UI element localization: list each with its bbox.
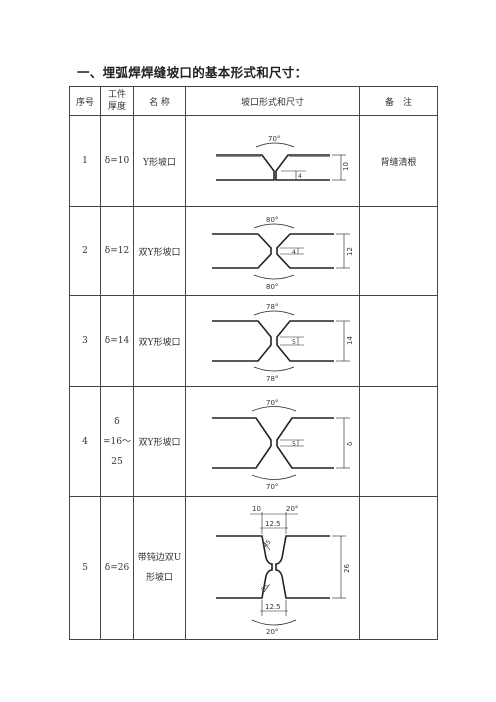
- table-row: 2 δ=12 双Y形坡口 80° 80° 4: [69, 206, 438, 296]
- label-top-angle: 78°: [266, 303, 278, 311]
- double-u-groove-drawing: 10 20° 12.5 R5 R5 12.5 20° 26: [216, 505, 351, 636]
- label-bottom-angle: 20°: [266, 628, 278, 636]
- row-remark: [359, 496, 438, 640]
- row-index: 1: [69, 115, 101, 207]
- header-thickness-line1: 工件: [107, 90, 126, 100]
- label-top-width: 12.5: [265, 520, 281, 528]
- row-thickness: δ=10: [100, 115, 134, 207]
- row-name-line2: 形坡口: [145, 573, 173, 583]
- label-top-left: 10: [252, 505, 261, 513]
- row-remark: [359, 206, 438, 296]
- row-thickness: δ=14: [100, 295, 134, 387]
- label-root: 4: [292, 249, 296, 256]
- label-thickness: 26: [343, 564, 351, 573]
- row-index: 5: [69, 496, 101, 640]
- double-y-groove-drawing: 78° 78° 5 14: [212, 303, 354, 383]
- double-y-groove-drawing: 80° 80° 4 12: [212, 216, 354, 291]
- label-thickness: 14: [346, 336, 354, 345]
- label-thickness: 10: [342, 162, 350, 171]
- row-name: Y形坡口: [133, 115, 186, 207]
- table-row: 3 δ=14 双Y形坡口 78° 78° 5: [69, 295, 438, 387]
- row-diagram: 80° 80° 4 12: [185, 206, 360, 296]
- row-remark: 背缝清根: [359, 115, 438, 207]
- groove-spec-table: 序号 工件 厚度 名 称 坡口形式和尺寸 备 注 1 δ=10 Y形坡口: [69, 86, 438, 640]
- label-thickness: 12: [346, 247, 354, 256]
- label-bottom-angle: 70°: [266, 483, 278, 491]
- header-diagram: 坡口形式和尺寸: [185, 86, 360, 116]
- row-index: 4: [69, 386, 101, 497]
- row-diagram: 70° 4 10: [185, 115, 360, 207]
- label-top-angle: 70°: [268, 135, 280, 143]
- label-top-radius: R5: [262, 539, 273, 550]
- row-thickness: δ =16～ 25: [100, 386, 134, 497]
- row-name-line1: 带钝边双U: [137, 553, 182, 563]
- row-thickness-line2: =16～: [103, 436, 131, 447]
- page-title: 一、埋弧焊焊缝坡口的基本形式和尺寸：: [77, 65, 308, 80]
- row-thickness: δ=12: [100, 206, 134, 296]
- y-groove-drawing: 70° 4 10: [216, 135, 350, 181]
- row-diagram: 78° 78° 5 14: [185, 295, 360, 387]
- label-top-angle: 70°: [266, 399, 278, 407]
- label-root: 5: [292, 339, 296, 346]
- row-name: 双Y形坡口: [133, 206, 186, 296]
- row-thickness-line3: 25: [111, 456, 123, 467]
- label-bottom-angle: 80°: [266, 283, 278, 291]
- table-row: 5 δ=26 带钝边双U 形坡口: [69, 496, 438, 640]
- header-remark: 备 注: [359, 86, 438, 116]
- header-thickness-line2: 厚度: [107, 102, 126, 112]
- row-name: 带钝边双U 形坡口: [133, 496, 186, 640]
- row-remark: [359, 386, 438, 497]
- row-index: 3: [69, 295, 101, 387]
- label-bottom-radius: R5: [260, 583, 271, 594]
- header-index: 序号: [69, 86, 101, 116]
- label-bottom-width: 12.5: [265, 603, 281, 611]
- header-thickness: 工件 厚度: [100, 86, 134, 116]
- row-remark: [359, 295, 438, 387]
- table-row: 4 δ =16～ 25 双Y形坡口 70: [69, 386, 438, 497]
- header-name: 名 称: [133, 86, 186, 116]
- label-thickness: δ: [346, 441, 354, 445]
- row-thickness: δ=26: [100, 496, 134, 640]
- row-thickness-line1: δ: [114, 416, 120, 427]
- double-y-groove-drawing: 70° 70° 5 δ: [212, 399, 354, 491]
- row-diagram: 10 20° 12.5 R5 R5 12.5 20° 26: [185, 496, 360, 640]
- row-index: 2: [69, 206, 101, 296]
- table-row: 1 δ=10 Y形坡口 70° 4: [69, 115, 438, 207]
- label-bottom-angle: 78°: [266, 375, 278, 383]
- table-header-row: 序号 工件 厚度 名 称 坡口形式和尺寸 备 注: [69, 86, 438, 116]
- label-root: 4: [298, 173, 302, 180]
- label-root: 5: [292, 441, 296, 448]
- row-name: 双Y形坡口: [133, 386, 186, 497]
- label-top-right: 20°: [286, 505, 298, 513]
- row-diagram: 70° 70° 5 δ: [185, 386, 360, 497]
- label-top-angle: 80°: [266, 216, 278, 224]
- row-name: 双Y形坡口: [133, 295, 186, 387]
